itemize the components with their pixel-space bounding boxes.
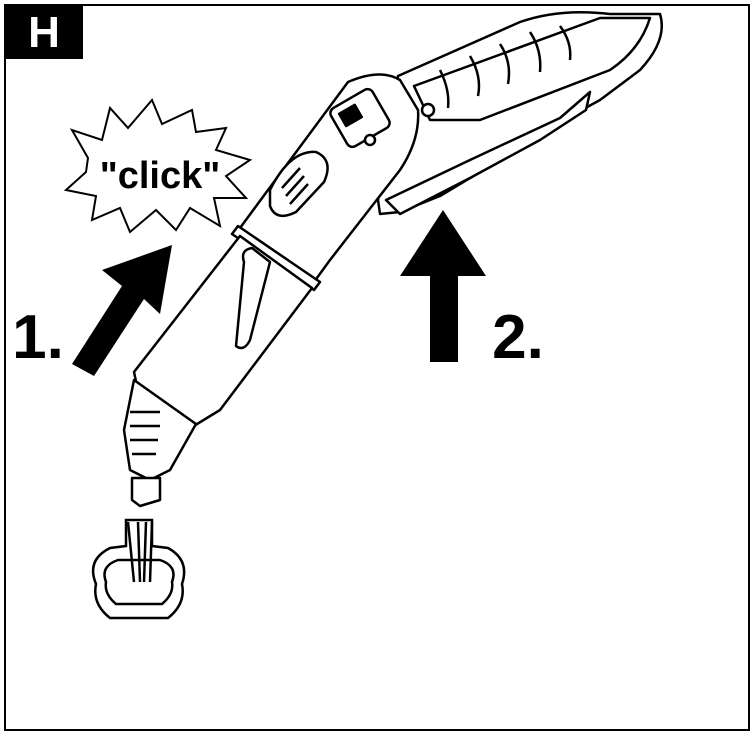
panel-badge: H bbox=[5, 5, 83, 59]
steam-handle-icon bbox=[122, 10, 664, 508]
tip-vents bbox=[130, 410, 160, 456]
grip-rib bbox=[528, 31, 542, 73]
switch-knob bbox=[337, 103, 363, 128]
click-burst: "click" bbox=[63, 98, 253, 234]
grip-rib bbox=[438, 69, 450, 109]
nozzle-attachment-icon bbox=[91, 518, 186, 620]
panel-letter: H bbox=[28, 8, 60, 57]
switch-indicator bbox=[363, 133, 377, 147]
tube-slot bbox=[234, 246, 272, 350]
burst-outline bbox=[63, 98, 253, 234]
grip-rib bbox=[558, 25, 572, 61]
panel-badge-bg bbox=[5, 5, 83, 59]
tip-nozzle bbox=[130, 476, 162, 508]
grip-rib bbox=[468, 55, 481, 97]
body-screw bbox=[420, 102, 436, 118]
attachment-inner bbox=[103, 558, 175, 606]
release-button-ribs bbox=[281, 167, 309, 205]
attachment-prongs bbox=[126, 521, 154, 583]
grip-panel bbox=[412, 16, 652, 122]
release-button bbox=[268, 150, 329, 218]
step2-arrow-icon bbox=[400, 210, 486, 362]
step1-arrow-icon bbox=[72, 245, 172, 376]
click-sound-label: "click" bbox=[100, 155, 221, 197]
trigger bbox=[384, 90, 592, 216]
step1-label: 1. bbox=[12, 303, 64, 372]
collar-ring bbox=[230, 224, 322, 292]
step2-label: 2. bbox=[492, 303, 544, 372]
grip-rib bbox=[498, 43, 511, 85]
